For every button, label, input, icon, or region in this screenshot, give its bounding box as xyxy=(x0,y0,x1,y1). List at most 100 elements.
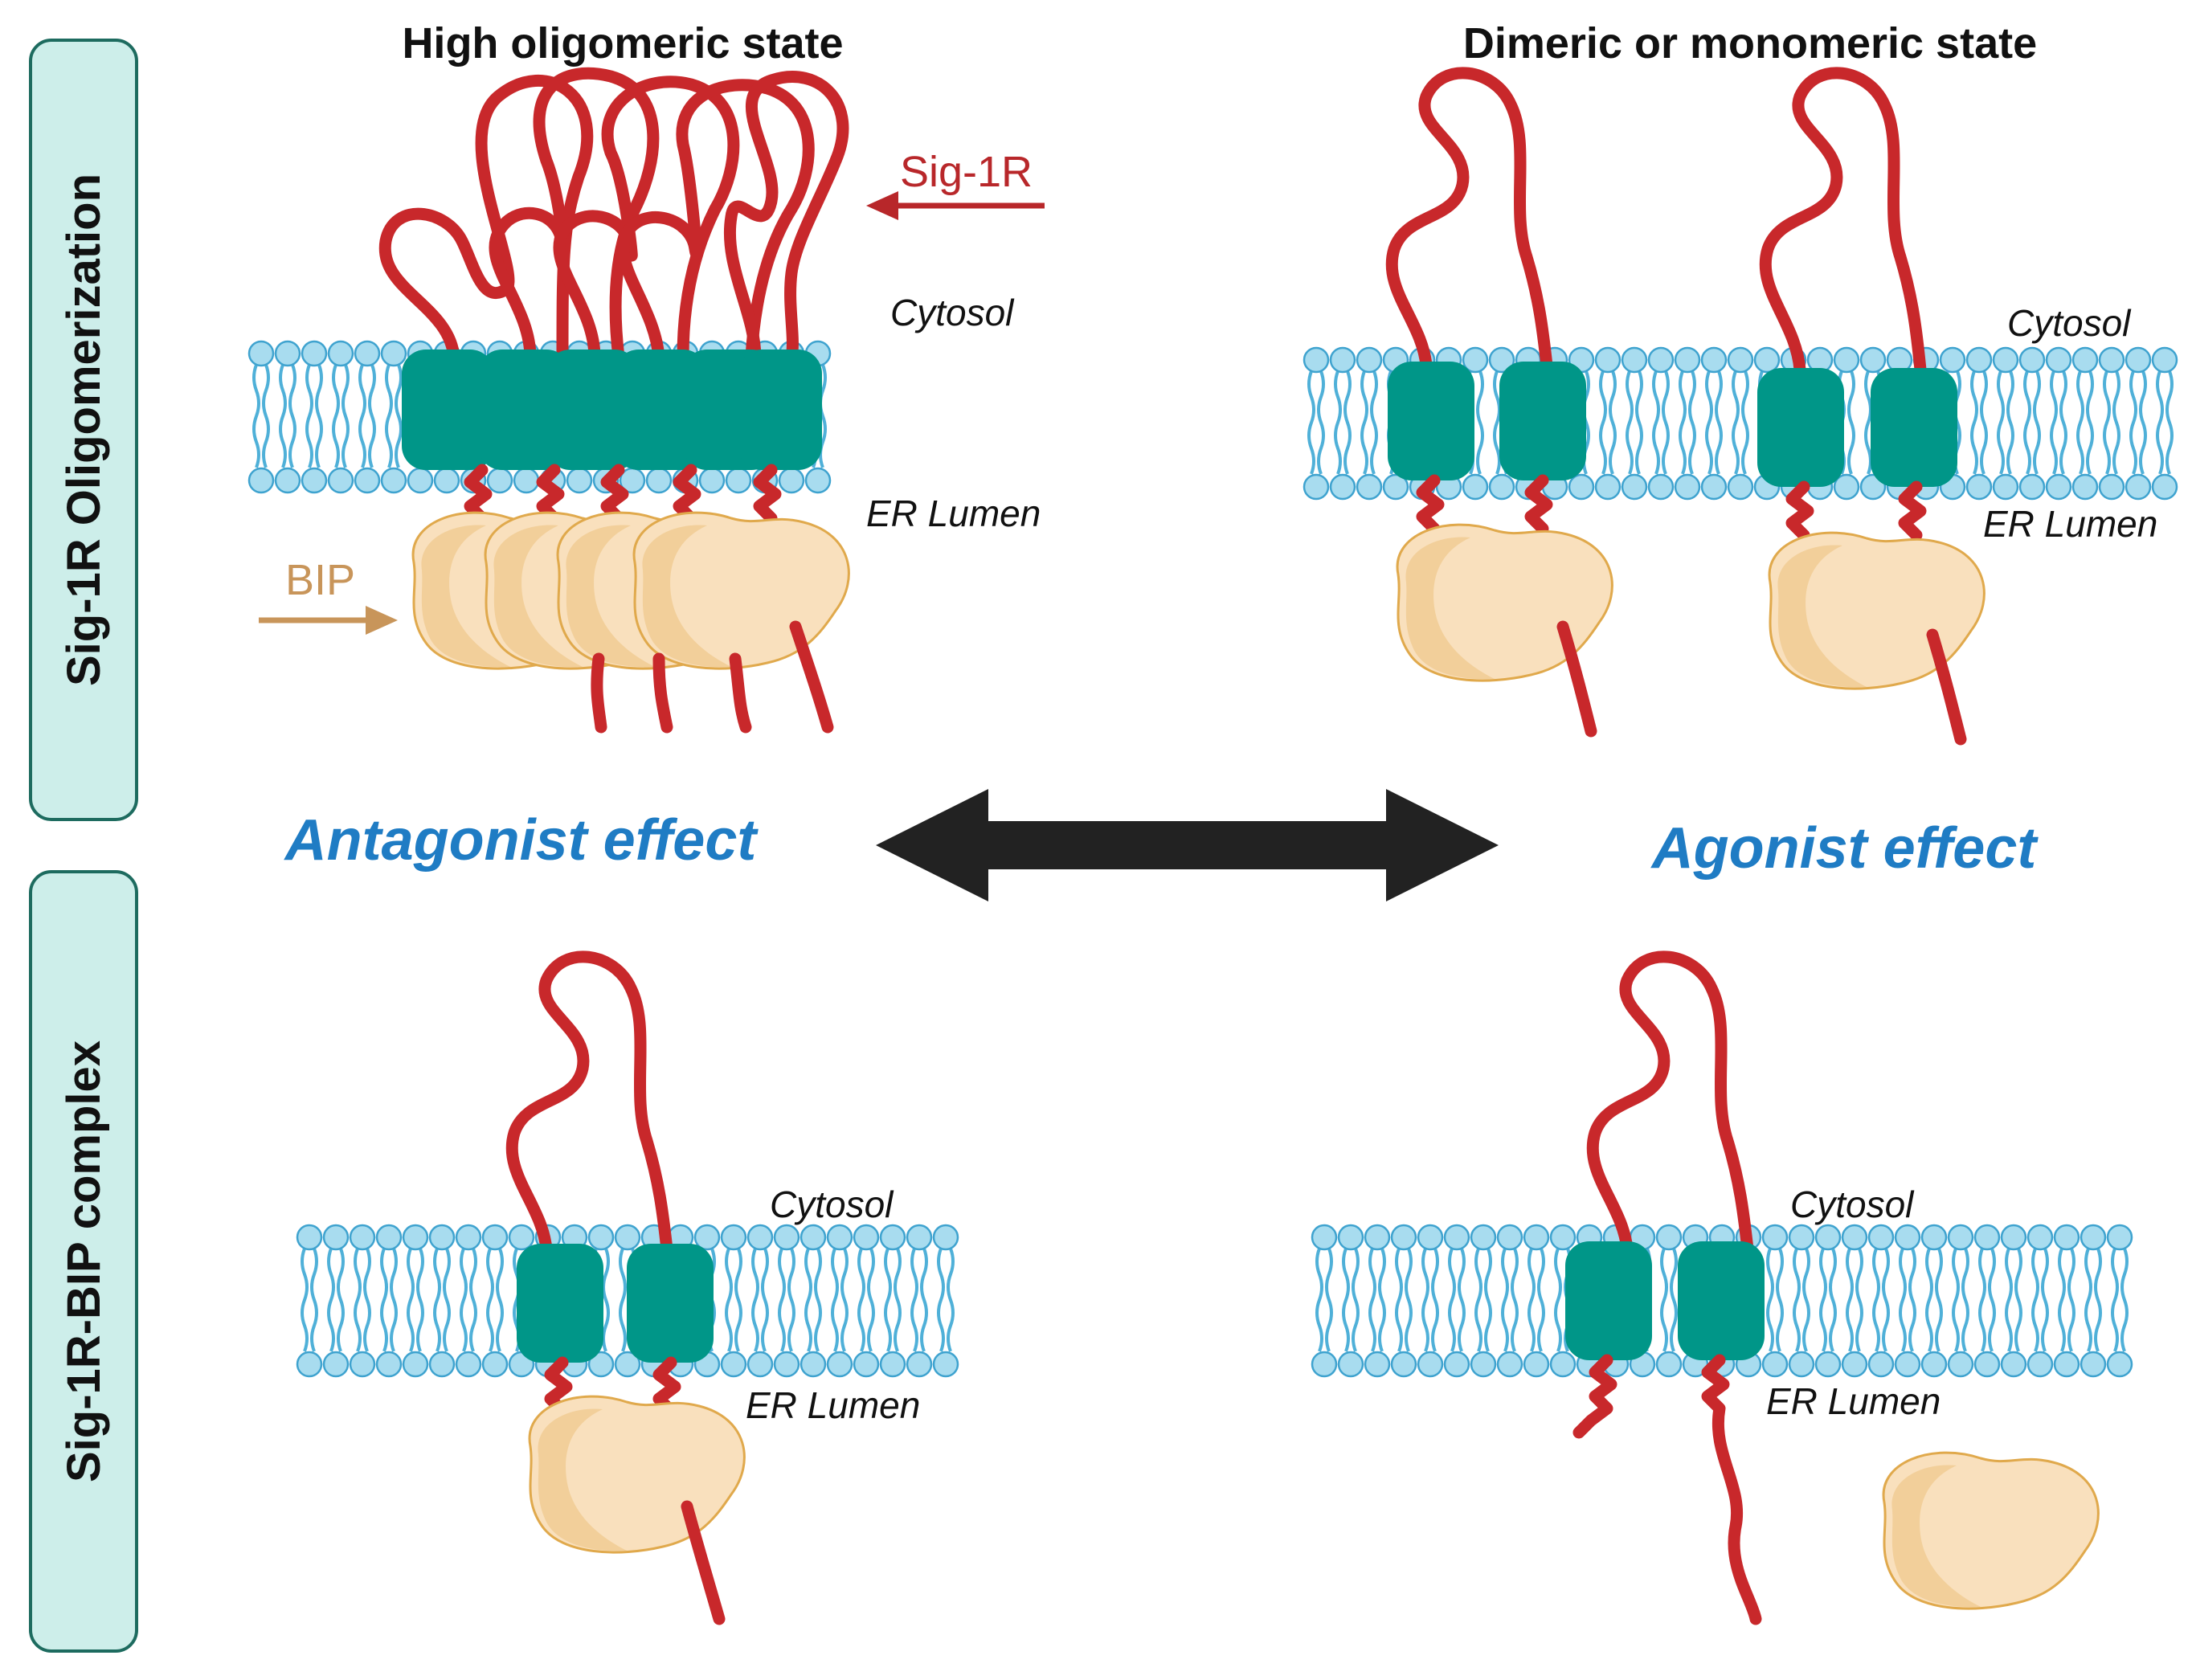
phospholipid xyxy=(853,1224,880,1378)
phospholipid xyxy=(2125,346,2152,501)
bip-protein xyxy=(1768,531,1985,690)
er-lumen-label-bottom-left: ER Lumen xyxy=(746,1384,920,1426)
er-lumen-label-top-left: ER Lumen xyxy=(866,493,1041,534)
phospholipid xyxy=(879,1224,906,1378)
phospholipid xyxy=(402,1224,429,1378)
cytosol-label-top-right: Cytosol xyxy=(2007,302,2132,344)
bip-protein xyxy=(1396,523,1613,682)
phospholipid xyxy=(906,1224,933,1378)
sig1r-bip-complex xyxy=(505,950,746,1625)
sig1r-oligomer xyxy=(378,67,850,734)
arrow-right-icon xyxy=(366,606,398,635)
phospholipid xyxy=(322,1224,350,1378)
phospholipid xyxy=(455,1224,482,1378)
transmembrane-domain xyxy=(738,349,822,470)
phospholipid xyxy=(349,1224,376,1378)
phospholipid xyxy=(1788,1224,1815,1378)
phospholipid xyxy=(1496,1224,1523,1378)
side-tab-bip-complex: Sig-1R-BIP complex xyxy=(29,870,138,1653)
phospholipid xyxy=(1655,1224,1683,1378)
phospholipid xyxy=(1329,346,1356,501)
phospholipid xyxy=(1443,1224,1470,1378)
arrow-left-icon xyxy=(866,191,898,220)
phospholipid xyxy=(1390,1224,1417,1378)
transmembrane-domain xyxy=(1388,362,1474,480)
phospholipid xyxy=(375,1224,403,1378)
phospholipid xyxy=(1700,346,1728,501)
transmembrane-domain xyxy=(1565,1241,1652,1360)
phospholipid xyxy=(274,340,301,494)
er-lumen-label-bottom-right: ER Lumen xyxy=(1766,1380,1940,1422)
side-tab-oligomerization: Sig-1R Oligomerization xyxy=(29,39,138,821)
phospholipid xyxy=(720,1224,747,1378)
phospholipid xyxy=(2151,346,2178,501)
double-arrow-icon xyxy=(876,789,1499,901)
phospholipid xyxy=(1311,1224,1338,1378)
cytosol-label-bottom-right: Cytosol xyxy=(1790,1183,1915,1225)
phospholipid xyxy=(2071,346,2099,501)
bip-protein-free xyxy=(1882,1451,2100,1610)
phospholipid xyxy=(2053,1224,2080,1378)
bip-callout-label: BIP xyxy=(285,556,355,604)
bip-protein xyxy=(528,1395,746,1554)
phospholipid xyxy=(247,340,275,494)
bip-protein xyxy=(632,511,850,670)
phospholipid xyxy=(1674,346,1701,501)
phospholipid xyxy=(1894,1224,1921,1378)
transmembrane-domain xyxy=(1678,1241,1765,1360)
phospholipid xyxy=(428,1224,456,1378)
phospholipid xyxy=(301,340,328,494)
phospholipid xyxy=(800,1224,827,1378)
phospholipid xyxy=(1647,346,1675,501)
sig1r-free-dimer xyxy=(1565,950,1765,1625)
phospholipid xyxy=(932,1224,959,1378)
transmembrane-domain xyxy=(402,349,494,470)
phospholipid xyxy=(1417,1224,1444,1378)
sig1r-callout: Sig-1R xyxy=(866,148,1045,220)
phospholipid xyxy=(1973,1224,2001,1378)
title-dimeric-monomeric: Dimeric or monomeric state xyxy=(1463,19,2037,67)
phospholipid xyxy=(296,1224,323,1378)
phospholipid xyxy=(2098,346,2125,501)
phospholipid xyxy=(2080,1224,2107,1378)
sig1r-dimer-pair xyxy=(1385,67,1985,746)
phospholipid xyxy=(1841,1224,1868,1378)
phospholipid xyxy=(1947,1224,1974,1378)
phospholipid xyxy=(1621,346,1648,501)
side-label-oligomerization: Sig-1R Oligomerization xyxy=(58,174,110,686)
phospholipid xyxy=(2026,1224,2054,1378)
phospholipid xyxy=(826,1224,853,1378)
phospholipid xyxy=(327,340,354,494)
phospholipid xyxy=(1965,346,1993,501)
transmembrane-domain xyxy=(1757,368,1844,487)
er-lumen-label-top-right: ER Lumen xyxy=(1983,503,2157,545)
phospholipid xyxy=(1920,1224,1948,1378)
phospholipid xyxy=(354,340,381,494)
phospholipid xyxy=(1364,1224,1391,1378)
phospholipid xyxy=(1814,1224,1842,1378)
cytosolic-loops xyxy=(378,67,849,364)
sig1r-callout-label: Sig-1R xyxy=(900,148,1033,196)
phospholipid xyxy=(1727,346,1754,501)
phospholipid xyxy=(773,1224,800,1378)
cytosol-label-bottom-left: Cytosol xyxy=(770,1183,894,1225)
bip-callout: BIP xyxy=(259,556,398,635)
transmembrane-domain xyxy=(627,1244,714,1363)
phospholipid xyxy=(1867,1224,1895,1378)
agonist-effect-label: Agonist effect xyxy=(1650,816,2039,881)
phospholipid xyxy=(1594,346,1622,501)
title-high-oligomeric: High oligomeric state xyxy=(402,19,843,67)
phospholipid xyxy=(481,1224,509,1378)
side-label-bip-complex: Sig-1R-BIP complex xyxy=(58,1040,110,1482)
phospholipid xyxy=(2106,1224,2133,1378)
phospholipid xyxy=(1303,346,1330,501)
phospholipid xyxy=(1992,346,2019,501)
transmembrane-domain xyxy=(1871,368,1957,487)
phospholipid xyxy=(1761,1224,1789,1378)
phospholipid xyxy=(2045,346,2072,501)
transmembrane-domain xyxy=(1499,362,1586,480)
phospholipid xyxy=(746,1224,774,1378)
phospholipid xyxy=(1337,1224,1364,1378)
cytosol-label-top-left: Cytosol xyxy=(890,292,1015,333)
